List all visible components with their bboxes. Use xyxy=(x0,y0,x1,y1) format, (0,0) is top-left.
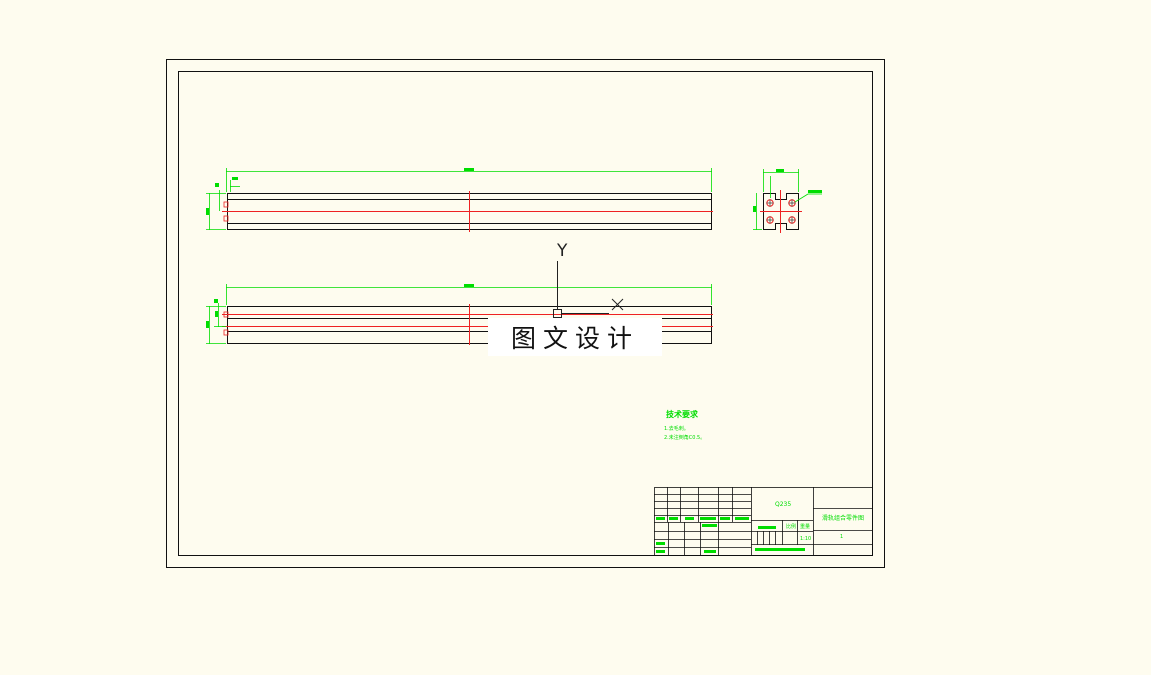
sheet-inner-border xyxy=(178,71,873,556)
title-block-quantity: 1 xyxy=(840,534,844,540)
title-block-scale-value: 1:10 xyxy=(800,536,812,542)
title-block[interactable] xyxy=(654,487,873,556)
side-view[interactable] xyxy=(753,169,822,233)
ucs-y-axis-label: Y xyxy=(557,241,568,261)
title-block-material: Q235 xyxy=(775,501,792,508)
watermark-logo: 图文设计 xyxy=(488,318,662,356)
tech-requirements-title: 技术要求 xyxy=(666,410,698,419)
tech-requirement-note-2: 2.未注倒角C0.5。 xyxy=(664,435,706,441)
title-block-labels xyxy=(656,517,805,553)
title-block-weight-label: 重量 xyxy=(800,524,811,530)
title-block-part-name: 滑轨组合零件图 xyxy=(822,515,865,522)
front-view[interactable] xyxy=(206,168,713,232)
sheet-outer-border xyxy=(166,59,885,568)
title-block-scale-label: 比例 xyxy=(786,524,797,530)
ucs-icon xyxy=(553,261,624,318)
tech-requirement-note-1: 1.去毛刺。 xyxy=(664,426,689,432)
